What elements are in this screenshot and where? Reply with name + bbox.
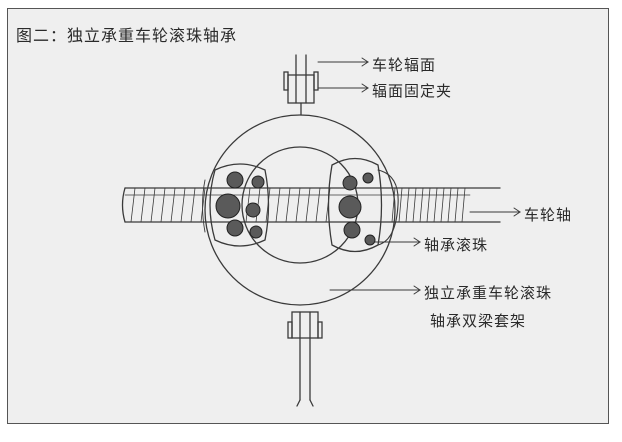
label-wheel-axle: 车轮轴 [524, 206, 573, 224]
ball-right-1 [342, 175, 358, 191]
ball-left-4 [245, 202, 261, 218]
ball-right-3 [338, 195, 362, 219]
ball-left-1 [226, 171, 244, 189]
ball-right-2 [362, 172, 374, 184]
ball-left-5 [226, 219, 244, 237]
ball-right-4 [343, 221, 361, 239]
label-bearing-cage-line2: 轴承双梁套架 [430, 312, 527, 330]
leader-lines [317, 57, 521, 295]
ball-right-5 [364, 234, 376, 246]
bottom-clamp [287, 311, 323, 407]
outer-housing [204, 114, 396, 306]
label-bearing-cage-line1: 独立承重车轮滚珠 [424, 284, 553, 302]
left-bearing-block [202, 163, 270, 247]
ball-left-3 [215, 193, 241, 219]
top-clamp [283, 54, 319, 116]
label-wheel-spoke: 车轮辐面 [372, 56, 437, 74]
right-bearing-block [327, 157, 399, 253]
ball-left-2 [251, 175, 265, 189]
ball-left-6 [249, 225, 263, 239]
bearing-balls [215, 171, 376, 246]
label-bearing-balls: 轴承滚珠 [424, 236, 489, 254]
diagram-title: 图二：独立承重车轮滚珠轴承 [16, 26, 238, 45]
paper-sheet [7, 8, 609, 424]
axle-shaft [121, 187, 501, 223]
label-spoke-fixing-clamp: 辐面固定夹 [372, 82, 453, 100]
axle-threads [130, 187, 466, 223]
